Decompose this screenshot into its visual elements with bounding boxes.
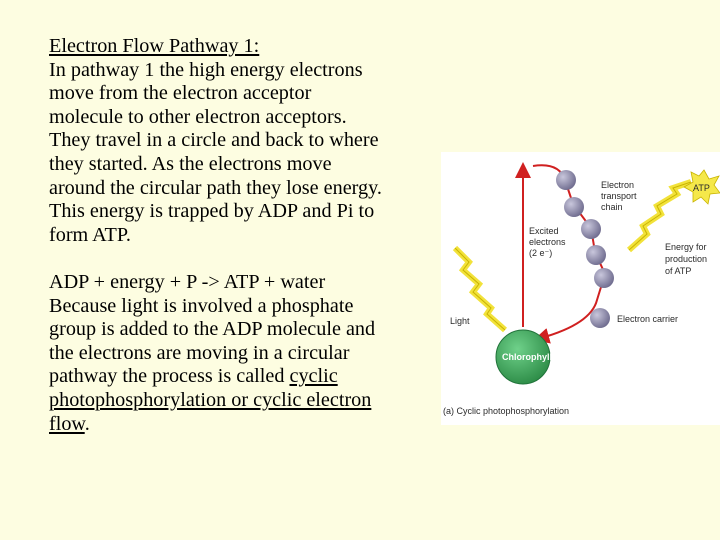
- term-photophosphorylation: photophosphorylation or cyclic electron: [49, 388, 372, 411]
- para2-line: the electrons are moving in a circular: [49, 341, 350, 364]
- period: .: [84, 412, 90, 435]
- para2-line: pathway the process is called cyclic: [49, 365, 449, 389]
- para1-line: They travel in a circle and back to wher…: [49, 129, 379, 152]
- energy-label-3: of ATP: [665, 266, 691, 276]
- chlorophyll-label: Chlorophyll: [502, 352, 552, 362]
- electron-carrier-3: [581, 219, 601, 239]
- etc-label-3: chain: [601, 202, 623, 212]
- para1-line: move from the electron acceptor: [49, 82, 312, 105]
- para1-line: molecule to other electron acceptors.: [49, 105, 347, 128]
- electron-carrier-5: [594, 268, 614, 288]
- para2-line: group is added to the ADP molecule and: [49, 318, 376, 341]
- term-flow: flow: [49, 412, 85, 435]
- para1-line: around the circular path they lose energ…: [49, 176, 382, 199]
- electron-carrier-4: [586, 245, 606, 265]
- light-label: Light: [450, 316, 470, 326]
- carrier-label: Electron carrier: [617, 314, 678, 324]
- electron-carrier-2: [564, 197, 584, 217]
- excited-label-1: Excited: [529, 226, 559, 236]
- equation: ADP + energy + P -> ATP + water: [49, 270, 326, 293]
- energy-label-1: Energy for: [665, 242, 707, 252]
- para1-line: they started. As the electrons move: [49, 152, 332, 175]
- atp-burst: [683, 169, 720, 205]
- para1-line: form ATP.: [49, 223, 131, 246]
- atp-label: ATP: [693, 183, 710, 193]
- para2-line-text: pathway the process is called: [49, 365, 290, 388]
- etc-label-2: transport: [601, 191, 637, 201]
- energy-bolt: [627, 179, 692, 253]
- chlorophyll: [495, 329, 551, 385]
- electron-carrier-6: [590, 308, 610, 328]
- electron-carrier-1: [556, 170, 576, 190]
- excited-label-3: (2 e⁻): [529, 248, 552, 258]
- diagram-caption: (a) Cyclic photophosphorylation: [443, 406, 569, 416]
- para1-line: In pathway 1 the high energy electrons: [49, 58, 363, 81]
- energy-label-2: production: [665, 254, 707, 264]
- term-cyclic: cyclic: [289, 365, 338, 388]
- heading: Electron Flow Pathway 1:: [49, 35, 260, 57]
- etc-label-1: Electron: [601, 180, 634, 190]
- para1-line: This energy is trapped by ADP and Pi to: [49, 200, 375, 223]
- slide-text-block: Electron Flow Pathway 1: In pathway 1 th…: [49, 35, 449, 436]
- para2-line: Because light is involved a phosphate: [49, 294, 354, 317]
- excited-label-2: electrons: [529, 237, 566, 247]
- cyclic-photophosphorylation-diagram: ATP Chlorophyll Electron transport chain…: [441, 152, 720, 425]
